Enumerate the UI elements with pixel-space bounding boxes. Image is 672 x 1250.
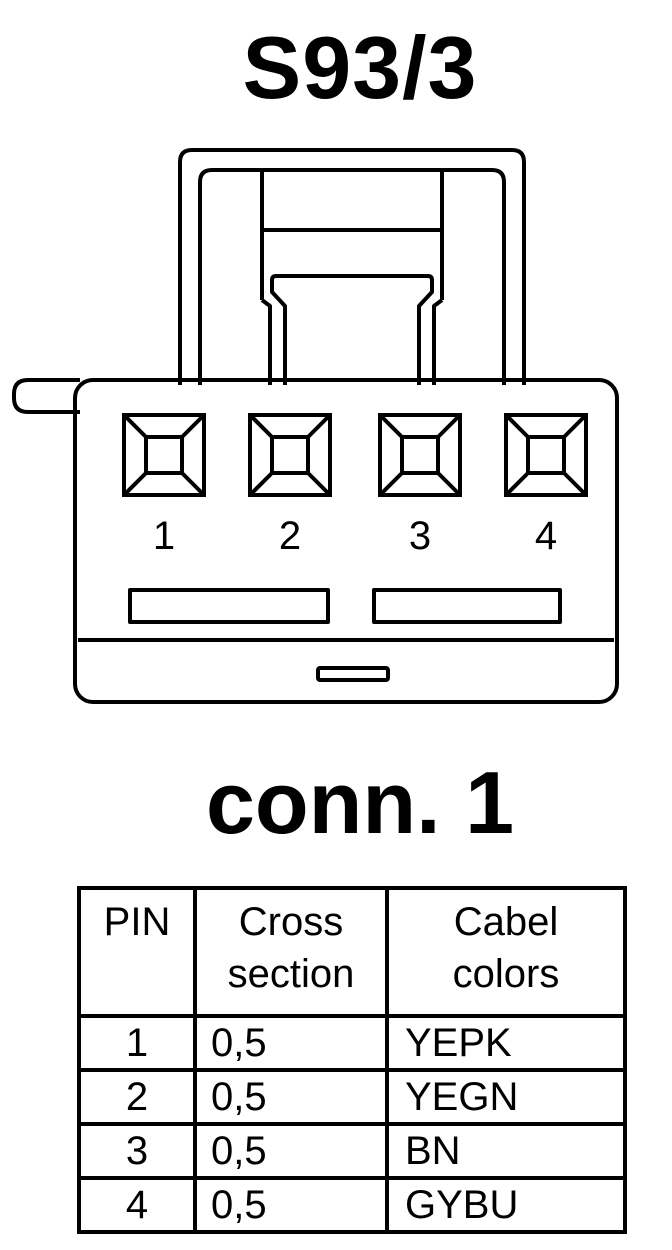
cell-pin: 2 bbox=[77, 1068, 197, 1126]
pin-label-1: 1 bbox=[153, 514, 175, 558]
table-row: 1 0,5 YEPK bbox=[77, 1014, 627, 1072]
latch-tongue-outer-r bbox=[432, 298, 444, 385]
cell-cross-section: 0,5 bbox=[193, 1122, 389, 1180]
latch-inner bbox=[198, 168, 506, 385]
side-tab bbox=[12, 378, 80, 414]
latch-tongue bbox=[270, 274, 434, 385]
cell-cross-section: 0,5 bbox=[193, 1176, 389, 1234]
pin-socket-3 bbox=[378, 413, 462, 497]
cell-color: GYBU bbox=[385, 1176, 627, 1234]
pin-label-4: 4 bbox=[535, 514, 557, 558]
header-pin: PIN bbox=[77, 886, 197, 1018]
table-row: 4 0,5 GYBU bbox=[77, 1176, 627, 1234]
pin-socket-1 bbox=[122, 413, 206, 497]
connector-diagram: 1 2 3 4 bbox=[12, 148, 619, 704]
pin-socket-4 bbox=[504, 413, 588, 497]
coding-key-right bbox=[372, 588, 562, 624]
cell-color: YEPK bbox=[385, 1014, 627, 1072]
pin-socket-2 bbox=[248, 413, 332, 497]
table-row: 3 0,5 BN bbox=[77, 1122, 627, 1180]
housing-slot bbox=[316, 666, 390, 682]
pin-label-2: 2 bbox=[279, 514, 301, 558]
connector-title: S93/3 bbox=[242, 18, 478, 117]
housing bbox=[73, 378, 619, 704]
coding-key-left bbox=[128, 588, 330, 624]
connector-subtitle: conn. 1 bbox=[205, 753, 515, 852]
latch-tongue-outer bbox=[260, 298, 272, 385]
cell-cross-section: 0,5 bbox=[193, 1014, 389, 1072]
table-row: 2 0,5 YEGN bbox=[77, 1068, 627, 1126]
pin-label-3: 3 bbox=[409, 514, 431, 558]
cell-pin: 1 bbox=[77, 1014, 197, 1072]
cell-pin: 4 bbox=[77, 1176, 197, 1234]
cell-pin: 3 bbox=[77, 1122, 197, 1180]
cell-cross-section: 0,5 bbox=[193, 1068, 389, 1126]
latch-outer bbox=[178, 148, 526, 385]
cell-color: BN bbox=[385, 1122, 627, 1180]
cell-color: YEGN bbox=[385, 1068, 627, 1126]
